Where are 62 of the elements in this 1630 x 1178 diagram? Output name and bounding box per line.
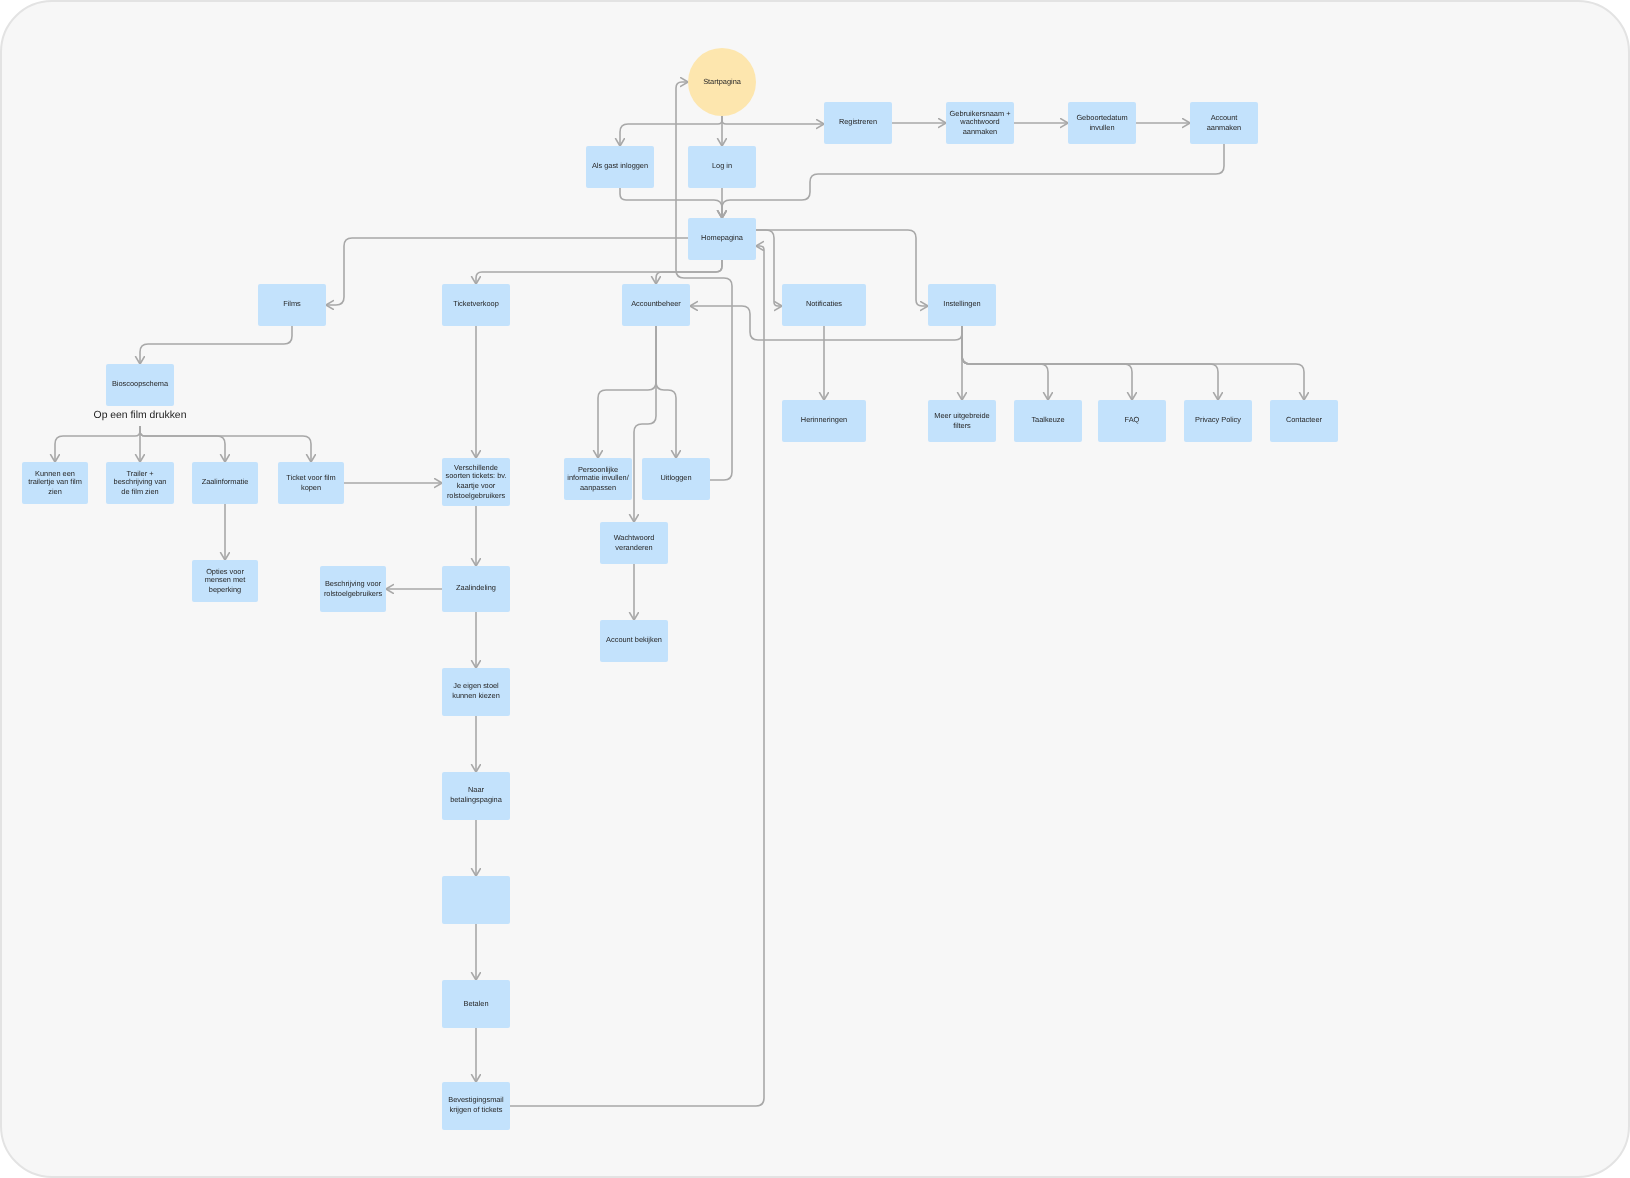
process-box: [600, 620, 668, 662]
flow-arrow: [343, 477, 443, 489]
process-box: [586, 146, 654, 188]
process-box: [442, 772, 510, 820]
process-box: [600, 522, 668, 564]
process-box: [782, 400, 866, 442]
flow-arrow: [716, 187, 728, 219]
flow-arrow: [891, 117, 947, 129]
flow-arrow: [470, 1027, 482, 1083]
process-box: [1098, 400, 1166, 442]
process-box: [442, 876, 510, 924]
process-box: [622, 284, 690, 326]
process-box: [688, 218, 756, 260]
flow-arrow: [961, 325, 1310, 401]
flow-arrow: [470, 923, 482, 981]
process-box: [278, 462, 344, 504]
process-box: [564, 458, 632, 500]
flow-arrow: [470, 325, 482, 459]
process-box: [1068, 102, 1136, 144]
process-box: [192, 462, 258, 504]
process-box: [192, 560, 258, 602]
process-box: [946, 102, 1014, 144]
flow-arrow: [385, 583, 443, 595]
flow-arrow: [325, 237, 689, 311]
process-box: [824, 102, 892, 144]
process-box: [320, 566, 386, 612]
flow-arrow: [755, 229, 929, 312]
process-box: [258, 284, 326, 326]
process-box: [22, 462, 88, 504]
flow-arrow: [470, 611, 482, 669]
flow-arrow: [721, 115, 825, 130]
flow-arrow: [134, 325, 293, 365]
process-box: [688, 146, 756, 188]
process-box: [442, 668, 510, 716]
flow-arrow: [675, 76, 733, 481]
process-box: [782, 284, 866, 326]
process-box: [1190, 102, 1258, 144]
process-box: [1184, 400, 1252, 442]
flow-arrow: [1013, 117, 1069, 129]
process-box: [642, 458, 710, 500]
flow-arrow: [470, 819, 482, 877]
flow-arrow: [650, 259, 723, 285]
flow-arrow: [628, 325, 657, 523]
flow-arrow: [628, 563, 640, 621]
flow-arrow: [470, 505, 482, 567]
flow-arrow: [470, 715, 482, 773]
process-box: [1014, 400, 1082, 442]
process-box: [106, 462, 174, 504]
flow-arrow: [1135, 117, 1191, 129]
process-box: [1270, 400, 1338, 442]
process-box: [442, 566, 510, 612]
flow-arrow: [818, 325, 830, 401]
process-box: [442, 284, 510, 326]
process-box: [442, 980, 510, 1028]
process-box: [928, 400, 996, 442]
process-box: [106, 364, 174, 406]
flow-arrow: [509, 240, 765, 1107]
process-box: [928, 284, 996, 326]
flow-arrow: [219, 503, 231, 561]
flow-arrow: [139, 425, 317, 463]
flow-arrow: [689, 300, 963, 341]
process-box: [442, 1082, 510, 1130]
